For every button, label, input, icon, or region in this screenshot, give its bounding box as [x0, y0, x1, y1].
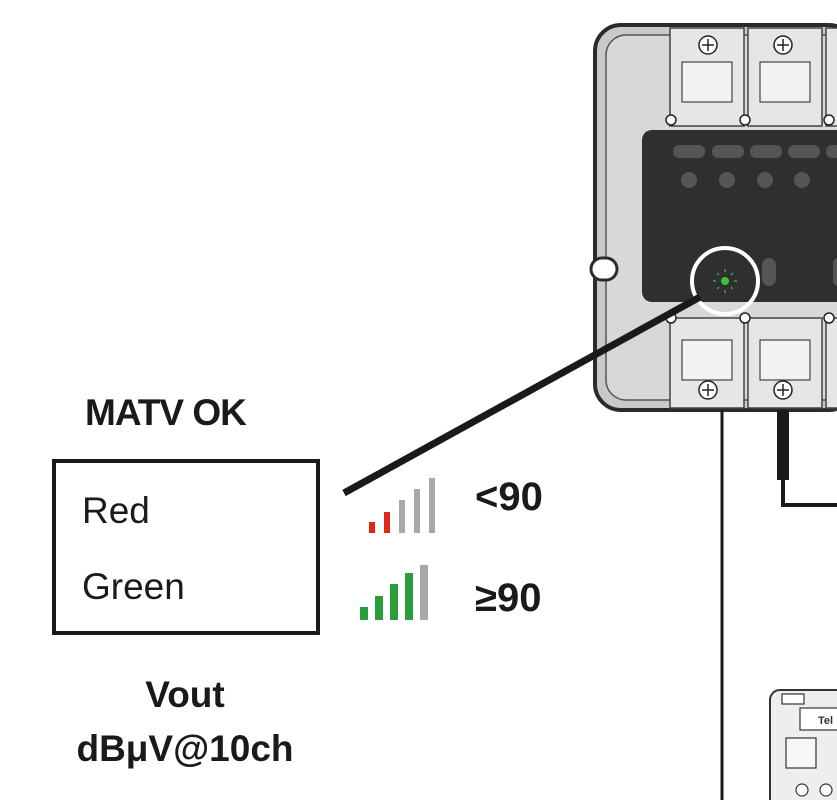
legend-label-green: Green	[82, 566, 185, 607]
led-highlight-circle	[690, 246, 760, 316]
threshold-high: ≥90	[475, 576, 542, 620]
threshold-low: <90	[475, 475, 543, 519]
secondary-device: Tel	[769, 689, 837, 800]
legend-box	[52, 459, 320, 635]
vout-unit: dBμV@10ch	[76, 728, 294, 769]
top-connectors	[669, 27, 837, 127]
svg-text:Tel: Tel	[818, 715, 833, 727]
amplifier-device	[342, 23, 837, 800]
signal-bars-icon	[369, 478, 435, 533]
legend-label-red: Red	[82, 490, 150, 531]
screw-icon	[665, 35, 835, 400]
vout-label: Vout	[145, 674, 225, 715]
legend-title: MATV OK	[85, 392, 247, 433]
bottom-connectors	[669, 317, 837, 409]
signal-bars-icon	[360, 565, 428, 620]
leader-line	[342, 293, 702, 497]
led-indicator-icon	[713, 269, 737, 293]
